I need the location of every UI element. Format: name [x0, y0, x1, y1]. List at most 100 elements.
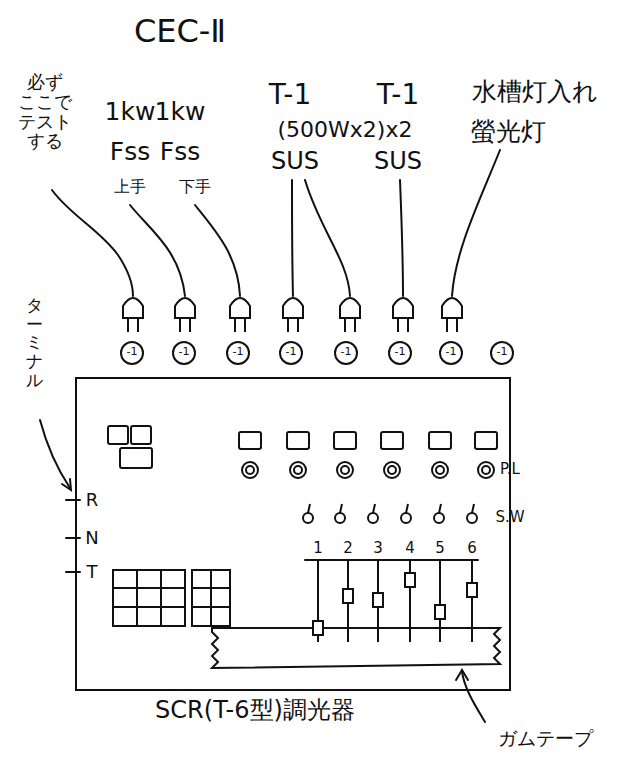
arrow-head [62, 479, 71, 490]
plug-pin [397, 318, 399, 332]
fixture-material: SUS [374, 148, 422, 174]
plug-pin [179, 318, 181, 332]
pilot-lamp [290, 462, 306, 478]
indicator-window [475, 432, 497, 449]
plug-pin [137, 318, 139, 332]
receptacle [335, 342, 357, 364]
channel-number: 4 [405, 540, 415, 557]
breaker-block [192, 570, 230, 626]
panel-label: S.W [495, 509, 524, 526]
plug [283, 298, 303, 318]
pilot-lamp [337, 462, 353, 478]
breaker-block [113, 570, 185, 626]
channel-number: 1 [313, 540, 323, 557]
plug-pin [287, 318, 289, 332]
cable [130, 205, 185, 296]
toggle-lever [406, 504, 408, 513]
plug [175, 298, 195, 318]
dimmer-housing [76, 378, 510, 690]
cable [452, 150, 500, 296]
fader-knob [343, 589, 353, 603]
cable [195, 205, 240, 296]
plug-pin [456, 318, 458, 332]
plug [123, 298, 143, 318]
fader-knob [313, 621, 323, 635]
toggle-switch [368, 513, 378, 523]
indicator-window [381, 432, 403, 449]
stage-side: 上手 [114, 178, 146, 196]
cable [400, 180, 403, 296]
fixture-power: 1kw [155, 98, 206, 126]
plug-pin [189, 318, 191, 332]
plug-pin [344, 318, 346, 332]
circuit-number: -1 [341, 346, 352, 358]
indicator-window [429, 432, 451, 449]
circuit-number: -1 [233, 346, 244, 358]
channel-number: 6 [467, 540, 477, 557]
plug [230, 298, 250, 318]
fader-track [471, 560, 473, 642]
fixture-type: T-1 [377, 80, 419, 111]
receptacle [389, 342, 411, 364]
toggle-lever [340, 504, 342, 513]
pilot-lamp [294, 466, 302, 474]
fader-knob [435, 605, 445, 619]
toggle-lever [373, 504, 375, 513]
plug [442, 298, 462, 318]
indicator-window [239, 432, 261, 449]
plug-pin [446, 318, 448, 332]
fixture-heading: CEC-Ⅱ [134, 14, 226, 49]
device-caption: SCR(T-6型)調光器 [155, 697, 355, 723]
fixture-type: 螢光灯 [471, 118, 546, 146]
circuit-number: -1 [497, 346, 508, 358]
fixture-material: SUS [271, 148, 319, 174]
circuit-number: -1 [127, 346, 138, 358]
cable [292, 180, 293, 296]
plug [340, 298, 360, 318]
channel-number: 5 [435, 540, 445, 557]
toggle-switch [401, 513, 411, 523]
stage-side: 下手 [179, 178, 211, 196]
toggle-lever [472, 504, 474, 513]
toggle-lever [439, 504, 441, 513]
circuit-number: -1 [286, 346, 297, 358]
fixture-note: 水槽灯入れ [472, 78, 598, 106]
indicator-window [334, 432, 356, 449]
note: 必ず ここで テスト する [14, 72, 76, 151]
fader-track [439, 560, 441, 642]
gum-tape [212, 628, 500, 668]
receptacle [440, 342, 462, 364]
plug-pin [297, 318, 299, 332]
pilot-lamp [388, 466, 396, 474]
toggle-switch [303, 513, 313, 523]
toggle-switch [335, 513, 345, 523]
pilot-lamp [432, 462, 448, 478]
pilot-lamp [436, 466, 444, 474]
fixture-type: Fss [160, 138, 200, 166]
arrow-head [456, 670, 468, 680]
indicator-window [287, 432, 309, 449]
pilot-lamp [478, 462, 494, 478]
cable [305, 180, 350, 296]
receptacle [280, 342, 302, 364]
receptacle [173, 342, 195, 364]
plug-pin [127, 318, 129, 332]
fixture-power: 1kw [105, 98, 156, 126]
pilot-lamp [246, 466, 254, 474]
circuit-number: -1 [395, 346, 406, 358]
channel-number: 3 [373, 540, 383, 557]
pilot-lamp [384, 462, 400, 478]
leader-line [462, 672, 485, 722]
plug-pin [244, 318, 246, 332]
pilot-lamp [242, 462, 258, 478]
terminal-name: R [86, 490, 99, 510]
receptacle [227, 342, 249, 364]
circuit-number: -1 [446, 346, 457, 358]
receptacle [491, 342, 513, 364]
toggle-lever [308, 504, 310, 513]
channel-number: 2 [343, 540, 353, 557]
tape-label: ガムテープ [498, 728, 593, 749]
terminal-name: N [85, 528, 98, 548]
pilot-lamp [341, 466, 349, 474]
